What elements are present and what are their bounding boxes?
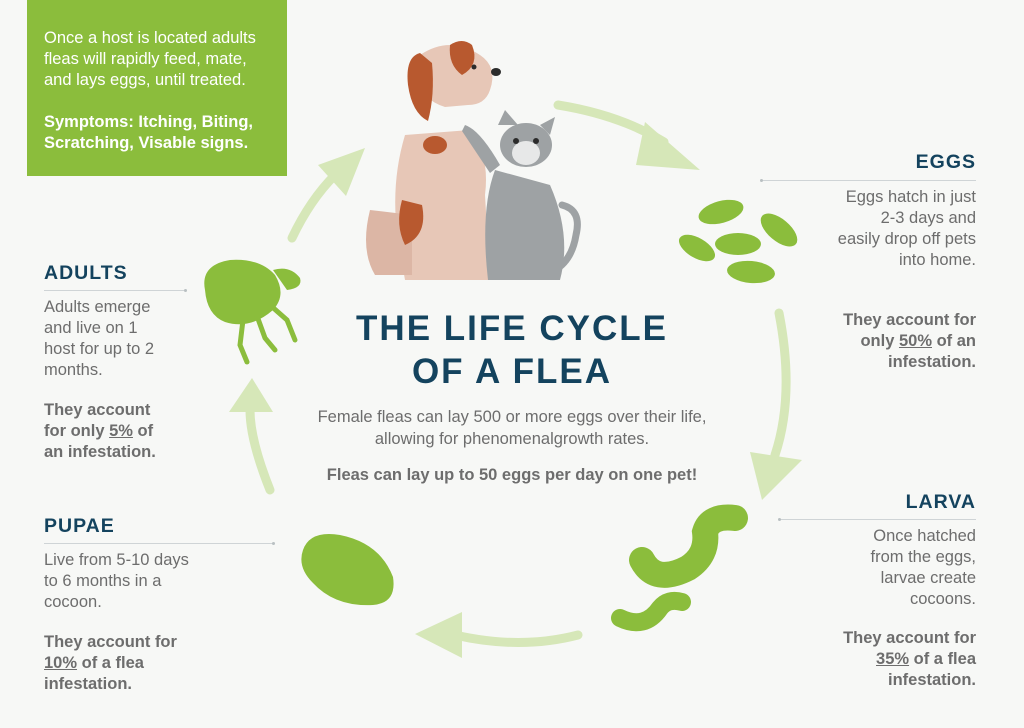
larva-stat: They account for 35% of a flea infestati… <box>820 628 976 691</box>
dog <box>366 41 501 280</box>
arrow-head-bottom <box>415 612 462 658</box>
pupae-divider-dot <box>272 542 275 545</box>
page-title: THE LIFE CYCLE OF A FLEA <box>300 307 724 393</box>
pupae-stat-after: of a flea infestation. <box>44 654 144 693</box>
larva-divider <box>780 519 976 520</box>
highlight-text: Fleas can lay up to 50 eggs per day on o… <box>326 466 698 484</box>
larva-divider-dot <box>778 518 781 521</box>
title-line-1: THE LIFE CYCLE <box>356 309 668 348</box>
arrow-right <box>770 308 791 460</box>
cat <box>462 110 581 280</box>
eggs-description: Eggs hatch in just 2-3 days and easily d… <box>837 188 976 269</box>
adults-divider-dot <box>184 289 187 292</box>
arrow-head-right <box>750 452 802 500</box>
eggs-divider-dot <box>760 179 763 182</box>
pupa-graphic <box>301 534 394 606</box>
adult-info-callout: Once a host is located adults fleas will… <box>27 0 287 176</box>
pupae-divider <box>44 543 274 544</box>
callout-text: Once a host is located adults fleas will… <box>44 29 256 89</box>
larva-graphic <box>611 504 748 632</box>
adults-stat-before: They account for only <box>44 401 151 440</box>
larva-stat-after: of a flea infestation. <box>887 650 976 689</box>
dog-and-cat-illustration <box>366 41 581 280</box>
adult-flea-graphic <box>204 259 301 365</box>
eggs-divider <box>762 180 976 181</box>
eggs-graphic <box>678 199 798 284</box>
arrow-left <box>245 405 275 495</box>
callout-symptoms: Symptoms: Itching, Biting, Scratching, V… <box>44 113 253 152</box>
pupae-stat: They account for 10% of a flea infestati… <box>44 632 194 695</box>
eggs-stat: They account for only 50% of an infestat… <box>826 310 976 373</box>
pupae-heading: PUPAE <box>44 515 115 537</box>
eggs-stat-before: They account for only <box>843 311 976 350</box>
arrow-head-left <box>229 378 273 412</box>
arrow-head-top-right <box>636 122 700 170</box>
title-line-2: OF A FLEA <box>411 352 613 391</box>
arrow-head-top-left <box>318 148 365 196</box>
eggs-heading: EGGS <box>915 151 976 173</box>
pupae-stat-before: They account for <box>44 633 177 651</box>
intro-text: Female fleas can lay 500 or more eggs ov… <box>317 408 707 448</box>
arrow-top-left <box>287 170 340 243</box>
larva-stat-before: They account for <box>843 629 976 647</box>
adults-description: Adults emerge and live on 1 host for up … <box>44 298 155 379</box>
adults-stat-after: of an infestation. <box>44 422 156 461</box>
adults-heading: ADULTS <box>44 262 128 284</box>
eggs-stat-after: of an infestation. <box>887 332 976 371</box>
pupae-description: Live from 5-10 days to 6 months in a coc… <box>44 551 189 611</box>
larva-stat-value: 35% <box>876 650 910 668</box>
arrow-bottom <box>450 630 583 647</box>
pupae-stat-value: 10% <box>44 654 78 672</box>
larva-description: Once hatched from the eggs, larvae creat… <box>870 527 976 608</box>
larva-heading: LARVA <box>905 491 976 513</box>
adults-stat-value: 5% <box>109 422 133 440</box>
adults-stat: They account for only 5% of an infestati… <box>44 400 174 463</box>
eggs-stat-value: 50% <box>898 332 932 350</box>
adults-divider <box>44 290 186 291</box>
